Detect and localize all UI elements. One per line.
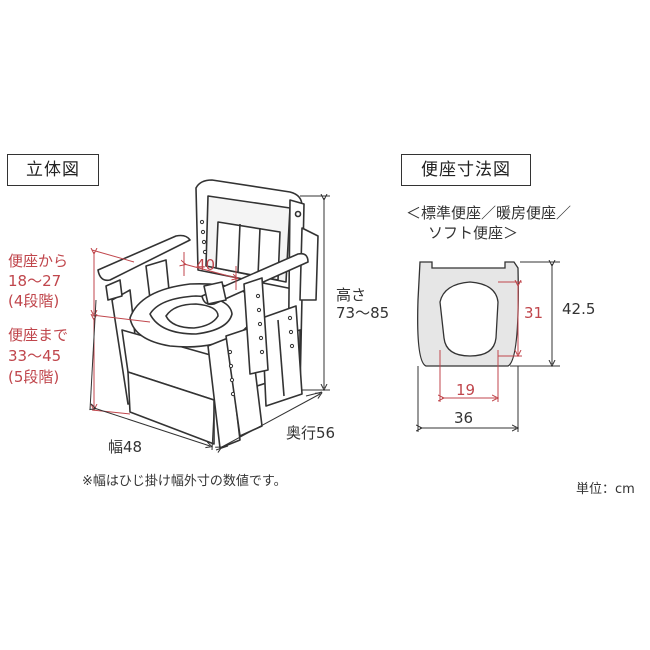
seat-height-label-1: 便座まで [8,326,69,344]
seat-type-subtitle-2: ソフト便座＞ [428,224,519,242]
seat-height-label-2: 33〜45 [8,347,62,365]
commode-chair-illustration [97,179,319,449]
seat-dimension-lines [418,262,560,432]
depth-label: 奥行56 [286,424,336,442]
seat-dimension-title: 便座寸法図 [401,154,531,186]
armrest-gap-label: 40 [196,256,216,274]
armrest-height-label-2: 18〜27 [8,272,62,290]
width-footnote: ※幅はひじ掛け幅外寸の数値です。 [82,474,287,489]
seat-width-label: 36 [454,409,474,427]
seat-type-subtitle-1: ＜標準便座／暖房便座／ [406,204,572,222]
hole-length-label: 31 [524,304,544,322]
height-label-1: 高さ [336,286,367,304]
unit-label: 単位：cm [576,482,635,497]
armrest-height-label-3: (4段階) [8,292,60,310]
3d-view-title: 立体図 [7,154,99,186]
black-dimension-lines [90,196,330,450]
hole-width-label: 19 [456,381,476,399]
seat-height-label-3: (5段階) [8,368,60,386]
toilet-seat-outline [417,261,519,367]
seat-depth-label: 42.5 [562,300,596,318]
armrest-height-label-1: 便座から [8,252,69,270]
height-label-2: 73〜85 [336,304,390,322]
width-label: 幅48 [108,438,143,456]
